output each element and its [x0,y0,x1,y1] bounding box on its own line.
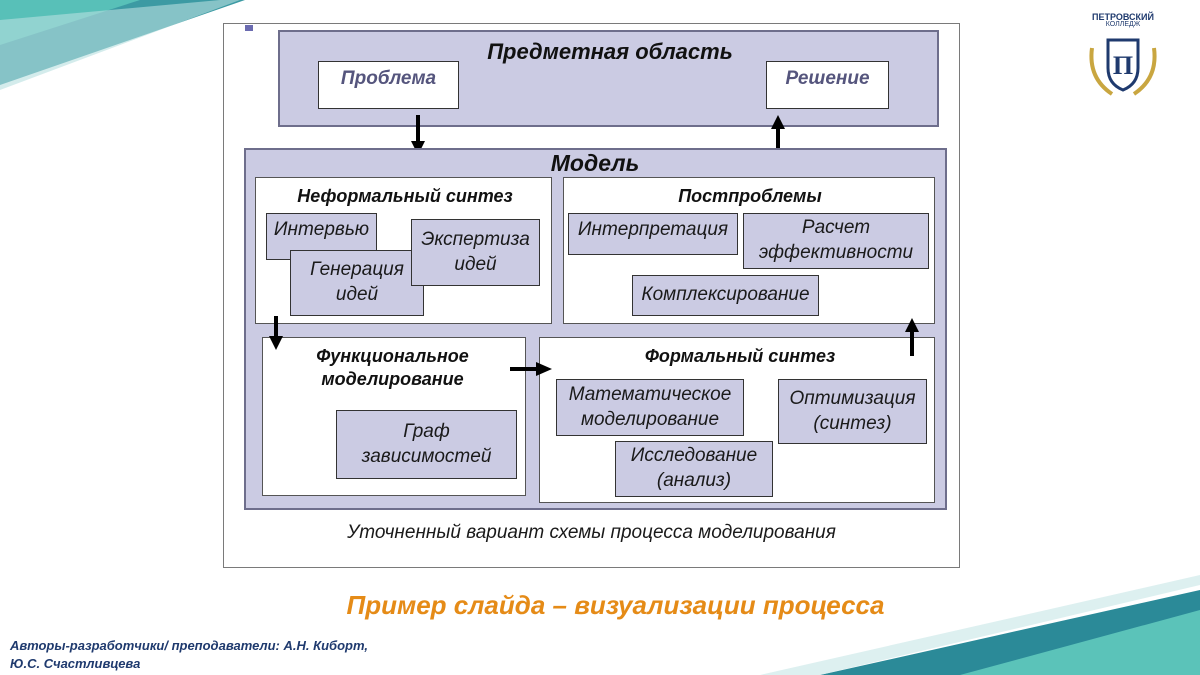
interpretation-chip: Интерпретация [568,213,738,255]
functional-modeling-title: Функциональное моделирование [316,346,469,389]
idea-generation-chip: Генерация идей [290,250,424,316]
dependency-graph-chip: Граф зависимостей [336,410,517,479]
arrow-down-icon [269,316,283,350]
frame-marker [245,25,253,31]
logo-sub-text: КОЛЛЕДЖ [1105,21,1141,28]
logo-emblem-icon: П [1089,38,1157,96]
arrow-right-icon [510,362,552,376]
model-title: Модель [550,150,640,176]
integration-chip: Комплексирование [632,275,819,316]
informal-synthesis-title: Неформальный синтез [297,186,513,206]
logo-top-text: ПЕТРОВСКИЙ [1092,12,1154,22]
research-chip: Исследование (анализ) [615,441,773,497]
solution-box: Решение [766,61,889,109]
diagram-caption: Уточненный вариант схемы процесса модели… [347,522,836,543]
formal-synthesis-title: Формальный синтез [644,346,836,366]
college-logo: ПЕТРОВСКИЙ КОЛЛЕДЖ П [1082,12,1164,100]
post-problems-title: Постпроблемы [678,186,822,206]
efficiency-calc-chip: Расчет эффективности [743,213,929,269]
subject-area-title: Предметная область [487,39,733,64]
slide-title: Пример слайда – визуализации процесса [346,590,885,620]
math-modeling-chip: Математическое моделирование [556,379,744,436]
logo-monogram: П [1113,51,1133,80]
idea-expertise-chip: Экспертиза идей [411,219,540,286]
optimization-chip: Оптимизация (синтез) [778,379,927,444]
authors-line-2: Ю.С. Счастливцева [10,656,141,671]
authors-line-1: Авторы-разработчики/ преподаватели: А.Н.… [10,638,368,653]
problem-box: Проблема [318,61,459,109]
arrow-up-icon [905,318,919,356]
